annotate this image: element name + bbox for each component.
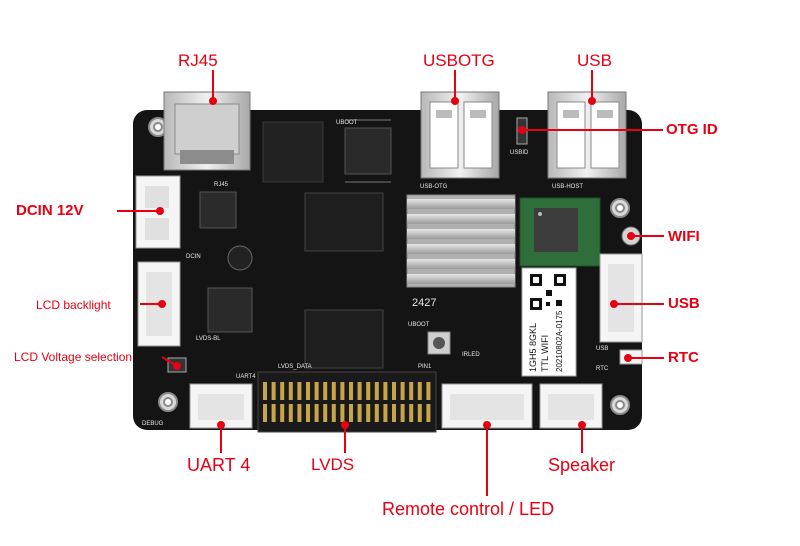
lvds-pin: [392, 404, 396, 422]
silk-usb-host: USB-HOST: [552, 184, 583, 190]
silk-irled: IRLED: [462, 352, 480, 358]
lvds-pin: [280, 382, 285, 400]
silk-rj45: RJ45: [214, 182, 229, 188]
silk-usb-otg: USB-OTG: [420, 184, 448, 190]
lvds-pin: [374, 382, 379, 400]
label-remote-led: Remote control / LED: [382, 499, 555, 519]
label-usb-right: USB: [668, 295, 700, 312]
silk-uboot-top: UBOOT: [336, 120, 358, 126]
lvds-pin: [383, 404, 388, 422]
lvds-pin: [263, 382, 267, 400]
sticker-line-1: 1GH5 8GKL: [528, 323, 538, 372]
lvds-pin: [374, 404, 379, 422]
silk-pin1: PIN1: [418, 364, 432, 370]
capacitor: [227, 245, 253, 271]
lvds-pin: [271, 404, 276, 422]
sticker-text: 1GH5 8GKL TTL WIFI 20210802A-0175: [528, 310, 564, 372]
silk-uart4: UART4: [236, 374, 256, 380]
speaker-connector: [539, 383, 603, 429]
lvds-pin: [349, 382, 353, 400]
lvds-pin: [357, 404, 362, 422]
silk-rtc: RTC: [596, 366, 609, 372]
lvds-pin: [340, 382, 345, 400]
label-lvds: LVDS: [311, 455, 355, 474]
inductor: [199, 191, 237, 229]
ethernet-phy: [344, 127, 392, 175]
lvds-pin: [306, 382, 310, 400]
lvds-pin: [366, 404, 371, 422]
callout-lines: [117, 70, 664, 496]
sticker-line-3: 20210802A-0175: [555, 310, 564, 372]
lvds-pin: [400, 382, 405, 400]
lvds-pin: [340, 404, 345, 422]
silk-usbid: USBID: [510, 150, 529, 156]
lvds-pin: [357, 382, 362, 400]
lvds-pin: [263, 404, 267, 422]
label-usbotg: USBOTG: [423, 51, 495, 70]
lvds-pin: [349, 404, 353, 422]
label-rtc: RTC: [668, 349, 699, 366]
heatsink: [406, 194, 516, 288]
silk-dcin: DCIN: [186, 254, 201, 260]
lvds-pin: [409, 404, 414, 422]
rj45-port: [163, 91, 251, 171]
lvds-pin: [417, 382, 422, 400]
mounting-holes: [148, 117, 630, 415]
lvds-pin: [331, 404, 336, 422]
wifi-module: [519, 197, 601, 267]
lvds-pin: [288, 382, 293, 400]
label-dcin: DCIN 12V: [16, 202, 84, 219]
lvds-pin: [297, 382, 302, 400]
silk-date-code: 2427: [412, 297, 436, 309]
silk-debug: DEBUG: [142, 421, 164, 427]
label-usb-top: USB: [577, 51, 612, 70]
lvds-pin: [400, 404, 405, 422]
silk-usb: USB: [596, 346, 608, 352]
silk-lvds-data: LVDS_DATA: [278, 364, 312, 370]
pcb-board: [133, 110, 642, 430]
lan-chip: [262, 121, 324, 183]
lvds-pin: [392, 382, 396, 400]
usb-otg-port: [420, 91, 500, 179]
lvds-pin: [331, 382, 336, 400]
label-lcd-backlight: LCD backlight: [36, 298, 111, 312]
lvds-pin: [288, 404, 293, 422]
lvds-pin: [314, 404, 319, 422]
lvds-pin: [306, 404, 310, 422]
label-wifi: WIFI: [668, 228, 700, 245]
lvds-pin: [297, 404, 302, 422]
lvds-pin: [280, 404, 285, 422]
label-lcd-voltage: LCD Voltage selection: [14, 350, 133, 364]
label-otg-id: OTG ID: [666, 121, 718, 138]
lvds-pin: [323, 382, 328, 400]
lvds-pin: [383, 382, 388, 400]
usb-header-connector: [599, 253, 643, 343]
lvds-pin: [417, 404, 422, 422]
silk-uboot: UBOOT: [408, 322, 430, 328]
lvds-pin: [314, 382, 319, 400]
label-uart4: UART 4: [187, 455, 251, 475]
label-rj45: RJ45: [178, 51, 218, 70]
usb-host-port: [547, 91, 627, 179]
silk-lvds-bl: LVDS-BL: [196, 336, 221, 342]
lvds-pin: [426, 382, 431, 400]
lvds-pin: [271, 382, 276, 400]
lvds-header: [257, 371, 437, 433]
sticker-line-2: TTL WIFI: [540, 335, 550, 372]
lvds-pin: [409, 382, 414, 400]
module-sticker: [521, 267, 577, 377]
lvds-pin: [426, 404, 431, 422]
lvds-pin: [323, 404, 328, 422]
ram-chip-bottom: [304, 309, 384, 369]
lvds-pin: [366, 382, 371, 400]
label-speaker: Speaker: [548, 455, 616, 475]
backlight-chip: [207, 287, 253, 333]
ram-chip-top: [304, 192, 384, 252]
uart4-connector: [189, 383, 253, 429]
